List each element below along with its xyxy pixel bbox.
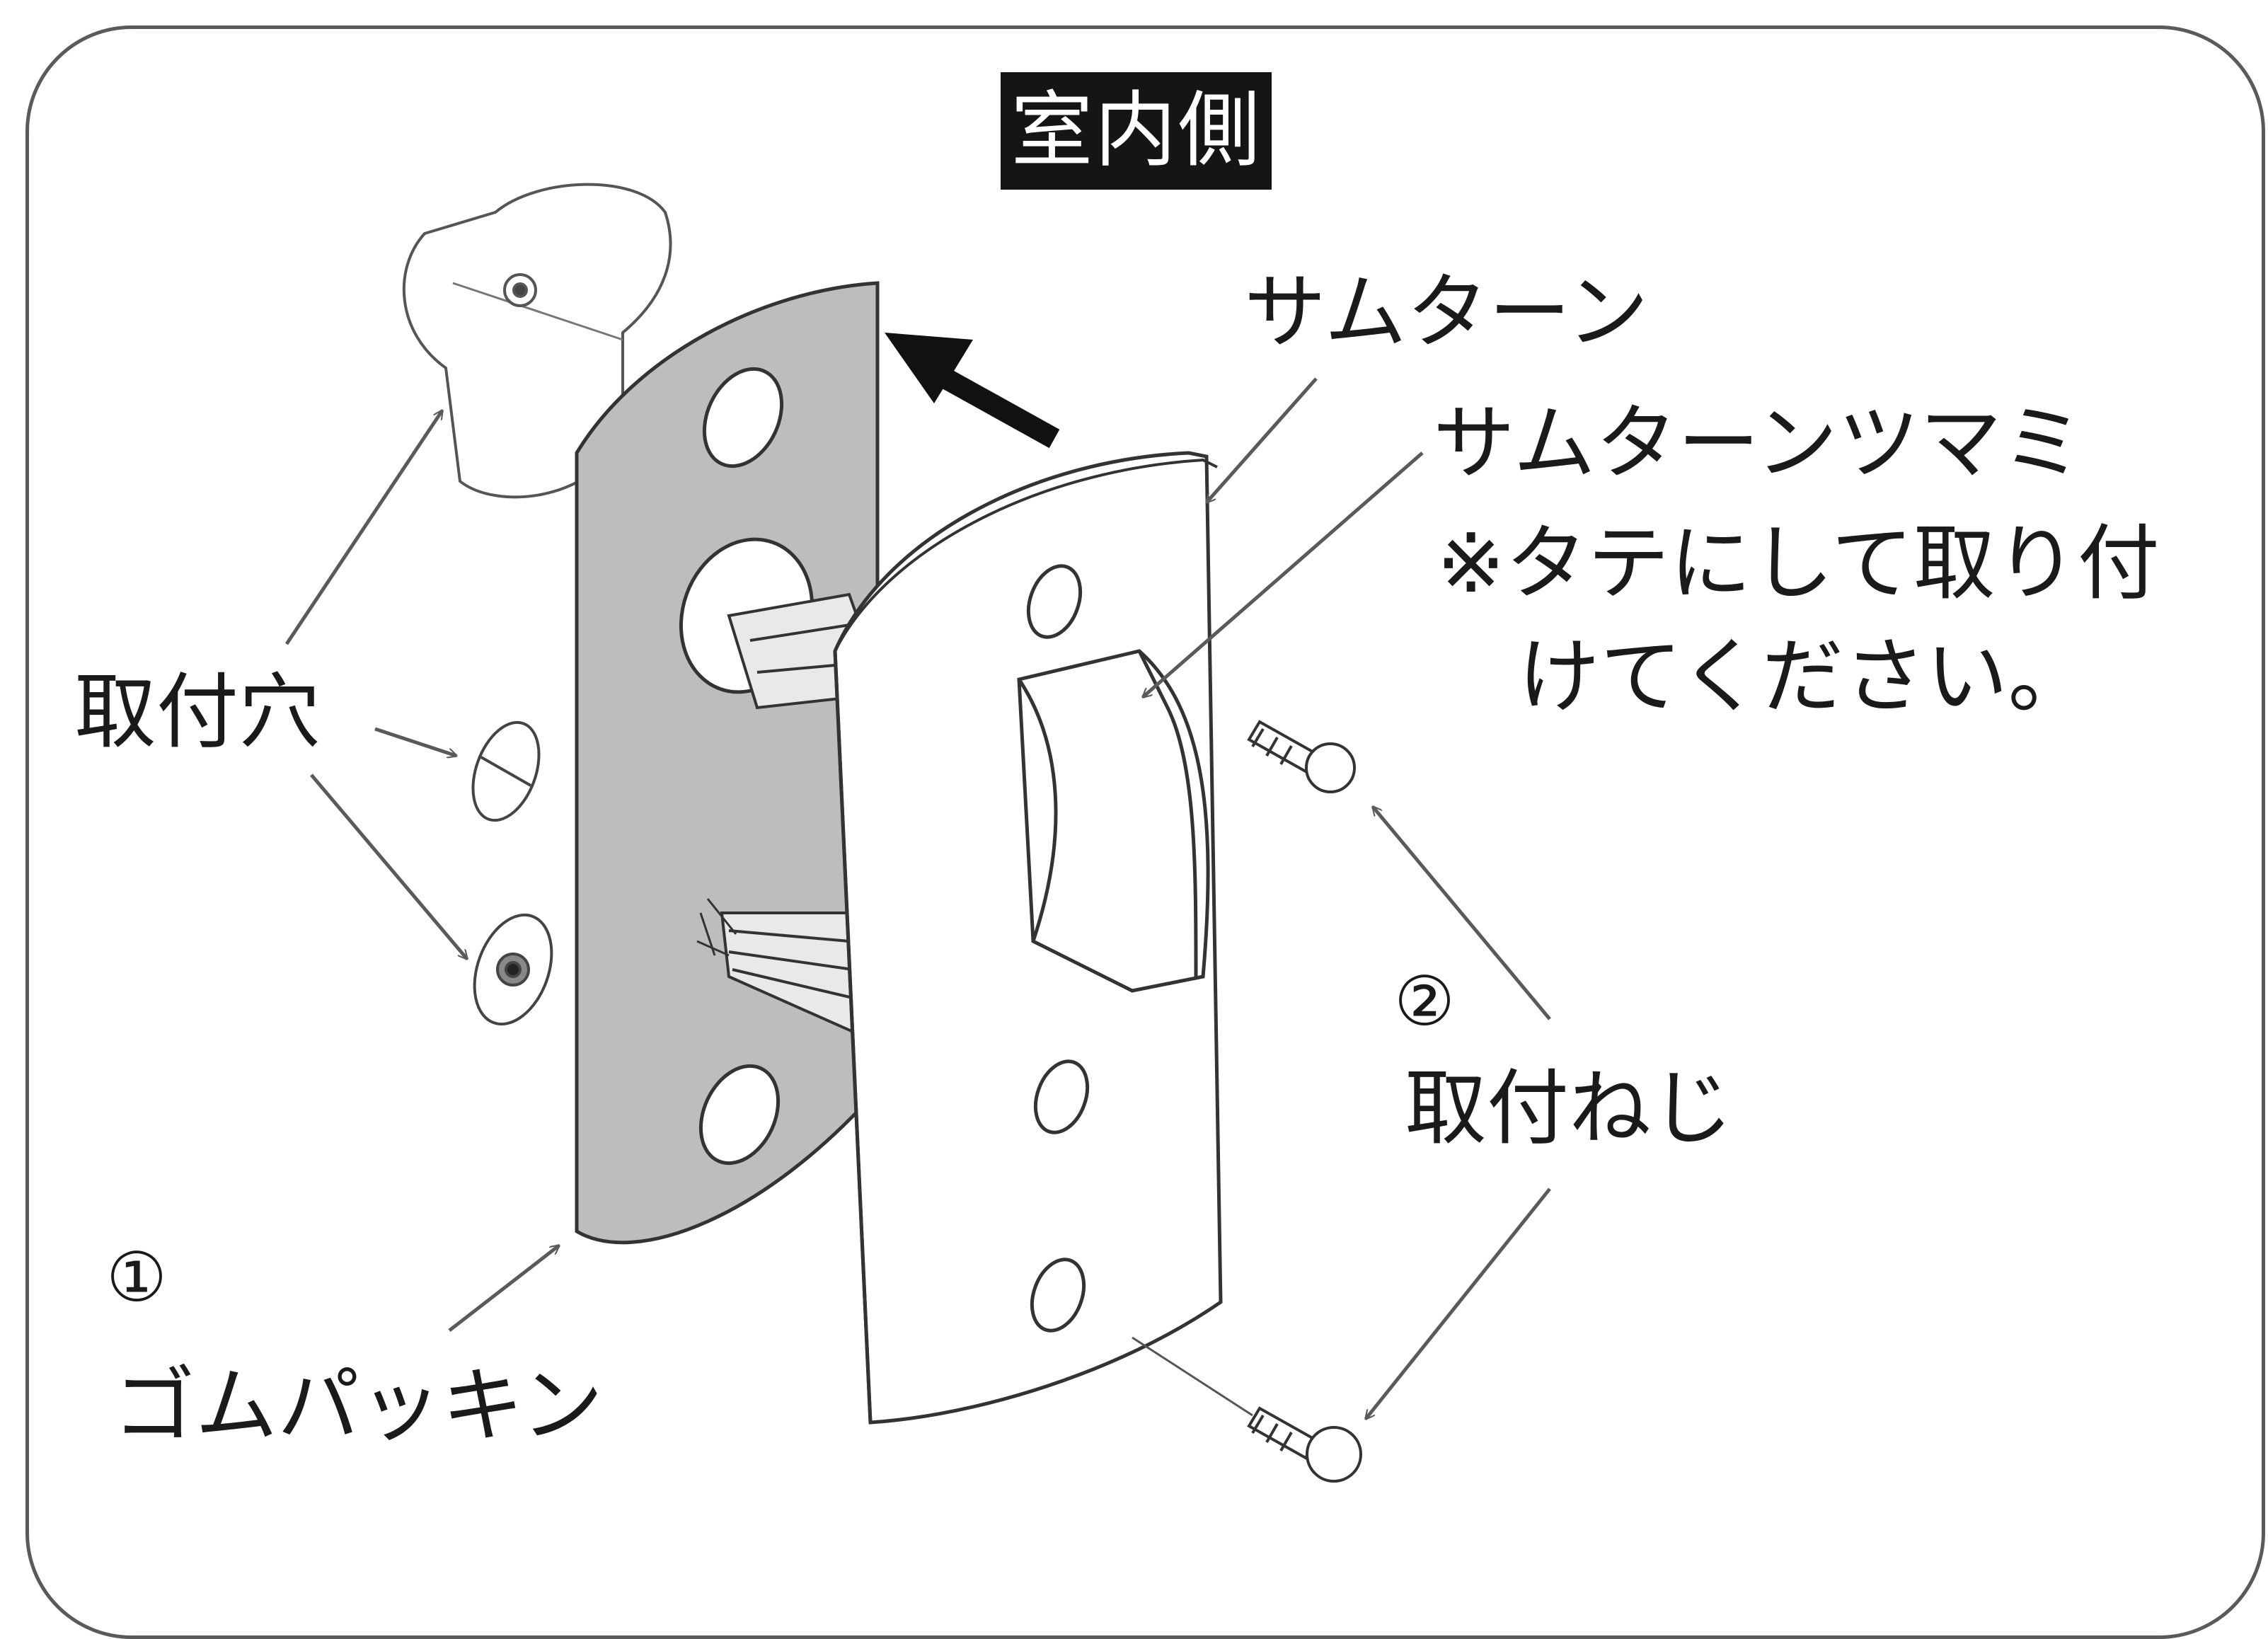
label-knob-note-line2: けてください。: [1518, 629, 2090, 725]
label-rubber-packing: ゴムパッキン: [113, 1358, 604, 1454]
label-mounting-screws: 取付ねじ: [1405, 1061, 1733, 1156]
label-mounting-holes: 取付穴: [74, 665, 321, 760]
mounting-screw-upper: [1247, 720, 1356, 793]
rubber-packing-plate: [575, 281, 880, 1245]
label-thumbturn: サムターン: [1244, 265, 1649, 360]
leader-arrows: [284, 377, 1551, 1419]
label-thumbturn-knob: サムターンツマミ: [1433, 396, 2084, 491]
title-indoor-side: 室内側: [1001, 72, 1272, 190]
door-mounting-hole-lower: [473, 913, 553, 1026]
screw-guide-line: [1132, 1336, 1253, 1417]
label-screw-number: ②: [1394, 962, 1456, 1041]
mounting-screw-lower: [1247, 1406, 1362, 1483]
label-knob-note-line1: ※タテにして取り付: [1437, 516, 2160, 611]
thumbturn-knob: [1017, 649, 1210, 993]
direction-arrow: [885, 333, 1060, 449]
label-packing-number: ①: [106, 1238, 168, 1317]
door-mounting-hole-upper: [471, 720, 541, 822]
